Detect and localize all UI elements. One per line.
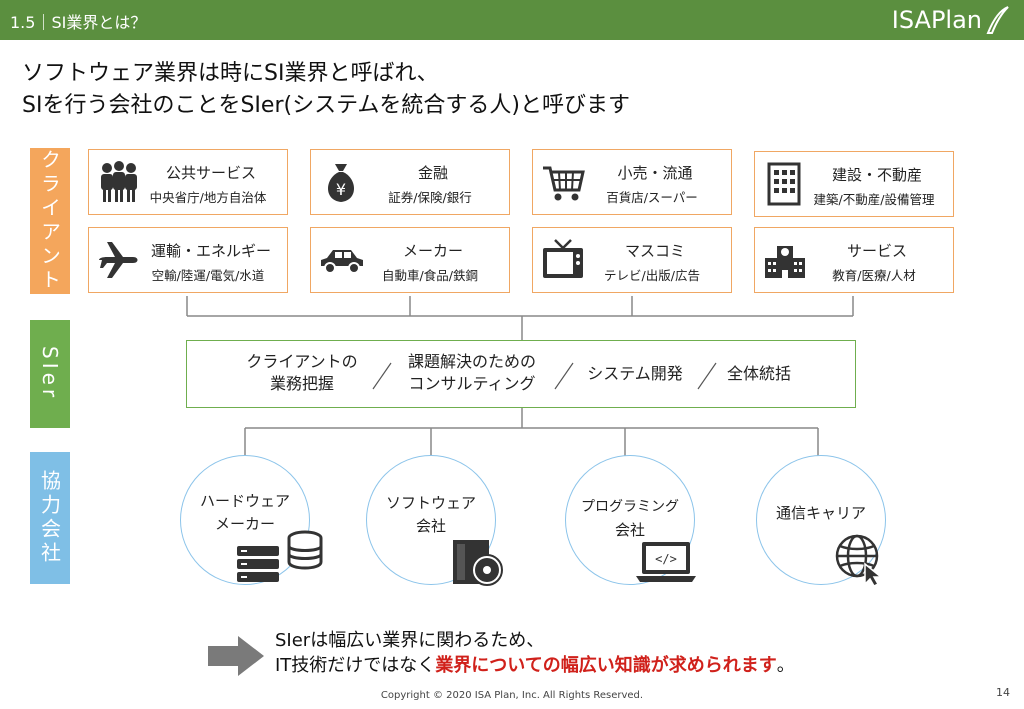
partner-programming: プログラミング 会社 </>	[565, 455, 696, 585]
side-label-partner-text: 協力会社	[37, 470, 62, 566]
car-icon	[321, 250, 363, 274]
server-database-icon	[237, 530, 323, 582]
client-box-finance: ¥ 金融 証券/保険/銀行	[310, 149, 510, 215]
partner-hardware: ハードウェア メーカー	[180, 455, 323, 585]
side-label-client-text: クライアント	[37, 149, 62, 293]
partner-label-line2: メーカー	[214, 515, 275, 533]
logo-swoosh-icon	[986, 6, 1009, 34]
sier-role-development: システム開発	[587, 364, 683, 383]
building-icon	[767, 162, 801, 206]
logo-text: ISAPlan	[891, 6, 982, 34]
header-bar: 1.5｜SI業界とは？ ISAPlan	[0, 0, 1024, 40]
shopping-cart-icon	[543, 166, 585, 201]
client-box-transport: 運輸・エネルギー 空輸/陸運/電気/水道	[88, 227, 288, 293]
page-number: 14	[996, 686, 1010, 699]
slash-divider	[554, 362, 574, 390]
client-title: 公共サービス	[165, 164, 256, 182]
sier-role-consulting: 課題解決のための コンサルティング	[392, 351, 552, 395]
side-label-sier-text: SIer	[38, 346, 62, 402]
svg-text:¥: ¥	[336, 180, 346, 199]
client-sub: 教育/医療/人材	[832, 268, 916, 283]
partner-label-line1: ハードウェア	[199, 492, 290, 510]
partner-software: ソフトウェア 会社	[366, 455, 503, 586]
company-logo: ISAPlan	[892, 4, 1010, 36]
partner-label-line2: 会社	[415, 517, 446, 535]
client-title: マスコミ	[624, 242, 685, 260]
sier-role-management: 全体統括	[726, 364, 791, 383]
side-label-sier: SIer	[30, 320, 70, 428]
sier-roles-box: クライアントの 業務把握 課題解決のための コンサルティング システム開発 全体…	[186, 340, 856, 408]
copyright-footer: Copyright © 2020 ISA Plan, Inc. All Righ…	[380, 690, 644, 701]
money-bag-icon: ¥	[328, 164, 354, 202]
client-sub: 中央省庁/地方自治体	[149, 190, 267, 205]
sier-role-business-line1: クライアントの	[246, 352, 358, 371]
client-box-media: マスコミ テレビ/出版/広告	[532, 227, 732, 293]
partner-carrier: 通信キャリア	[756, 455, 886, 586]
side-label-partner: 協力会社	[30, 452, 70, 584]
conclusion-emphasis: 業界についての幅広い知識が求められます	[435, 655, 777, 676]
client-title: 小売・流通	[617, 164, 693, 182]
conclusion-plain: IT技術だけではなく	[275, 655, 436, 676]
partner-label-line1: ソフトウェア	[385, 494, 476, 512]
laptop-code-icon: </>	[636, 542, 696, 582]
arrow-right-icon	[208, 636, 264, 676]
conclusion-line-1: SIerは幅広い業界に関わるため、	[275, 630, 545, 651]
client-sub: 自動車/食品/鉄鋼	[382, 268, 478, 283]
client-title: メーカー	[402, 242, 463, 260]
client-title: 金融	[417, 164, 448, 182]
client-box-retail: 小売・流通 百貨店/スーパー	[532, 149, 732, 215]
airplane-icon	[99, 242, 138, 278]
partner-label-line1: 通信キャリア	[775, 504, 866, 522]
client-title: 運輸・エネルギー	[150, 242, 271, 260]
client-sub: 建築/不動産/設備管理	[813, 192, 935, 207]
sier-role-business-line2: 業務把握	[269, 374, 334, 393]
conclusion-end: 。	[776, 655, 795, 676]
conclusion-text: SIerは幅広い業界に関わるため、 IT技術だけではなく業界についての幅広い知識…	[275, 628, 795, 678]
svg-text:</>: </>	[655, 552, 677, 566]
client-sub: テレビ/出版/広告	[604, 268, 700, 283]
client-title: 建設・不動産	[831, 166, 922, 184]
globe-cursor-icon	[835, 534, 884, 586]
slash-divider	[372, 362, 392, 390]
conclusion-line-2: IT技術だけではなく業界についての幅広い知識が求められます。	[275, 653, 795, 678]
client-box-maker: メーカー 自動車/食品/鉄鋼	[310, 227, 510, 293]
side-label-client: クライアント	[30, 148, 70, 294]
headline: ソフトウェア業界は時にSI業界と呼ばれ、 SIを行う会社のことをSIer(システ…	[22, 58, 630, 122]
software-package-icon	[453, 540, 503, 586]
client-sub: 百貨店/スーパー	[606, 190, 698, 205]
sier-role-consulting-line1: 課題解決のための	[407, 352, 536, 371]
people-icon	[101, 161, 137, 202]
partner-label-line1: プログラミング	[581, 499, 679, 515]
slash-divider	[697, 362, 717, 390]
headline-line-1: ソフトウェア業界は時にSI業界と呼ばれ、	[22, 61, 439, 86]
client-sub: 証券/保険/銀行	[388, 190, 472, 205]
partner-label-line2: 会社	[614, 521, 645, 539]
sier-role-business: クライアントの 業務把握	[227, 351, 377, 395]
tv-icon	[543, 239, 583, 278]
client-box-construction: 建設・不動産 建築/不動産/設備管理	[754, 151, 954, 217]
sier-role-consulting-line2: コンサルティング	[408, 374, 536, 393]
headline-line-2: SIを行う会社のことをSIer(システムを統合する人)と呼びます	[22, 93, 630, 118]
section-title: 1.5｜SI業界とは？	[10, 13, 147, 32]
school-icon	[765, 246, 805, 278]
client-box-service: サービス 教育/医療/人材	[754, 227, 954, 293]
client-box-public: 公共サービス 中央省庁/地方自治体	[88, 149, 288, 215]
client-title: サービス	[846, 242, 907, 260]
client-sub: 空輸/陸運/電気/水道	[151, 268, 265, 283]
